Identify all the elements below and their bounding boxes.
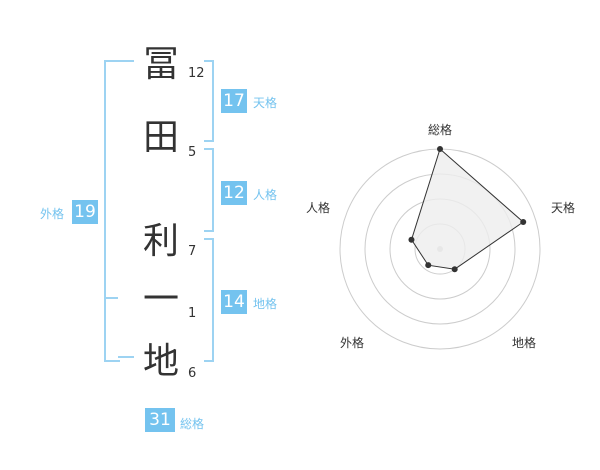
tenkaku-label: 天格 <box>253 96 278 110</box>
jinkaku-badge: 12 <box>221 181 247 205</box>
jinkaku-bracket <box>204 148 214 232</box>
gaikaku-bracket-divider <box>106 297 118 299</box>
radar-point-1 <box>437 146 443 152</box>
name-char-4: 一 <box>142 279 179 320</box>
radar-axis-label-tenkaku: 天格 <box>550 201 575 215</box>
gaikaku-bracket <box>104 60 120 362</box>
stroke-count-1: 12 <box>188 66 205 81</box>
name-char-2: 田 <box>142 117 179 158</box>
name-char-1: 冨 <box>142 44 179 85</box>
soukaku-badge: 31 <box>145 408 175 432</box>
radar-axis-label-jinkaku: 人格 <box>305 201 330 215</box>
soukaku-label: 総格 <box>180 417 205 431</box>
chikaku-label: 地格 <box>253 297 278 311</box>
stroke-count-3: 7 <box>188 244 197 259</box>
radar-point-3 <box>451 266 458 273</box>
radar-axis-label-chikaku: 地格 <box>511 336 536 350</box>
jinkaku-label: 人格 <box>253 188 278 202</box>
radar-polygon <box>410 148 525 270</box>
name-char-5: 地 <box>142 341 179 382</box>
radar-point-4 <box>425 262 432 269</box>
tenkaku-badge: 17 <box>221 89 247 113</box>
radar-point-2 <box>520 218 527 225</box>
stroke-count-2: 5 <box>188 145 197 160</box>
gaikaku-bracket-inner-bottom <box>118 356 134 358</box>
radar-chart <box>339 146 541 350</box>
tenkaku-bracket <box>204 60 214 142</box>
gaikaku-label: 外格 <box>40 207 65 221</box>
radar-axis-label-soukaku: 総格 <box>427 123 452 137</box>
radar-points <box>408 146 527 273</box>
stroke-count-4: 1 <box>188 306 197 321</box>
chikaku-badge: 14 <box>221 290 247 314</box>
chikaku-bracket <box>204 238 214 362</box>
gaikaku-badge: 19 <box>72 200 98 224</box>
gaikaku-bracket-inner-top <box>118 60 134 62</box>
radar-point-5 <box>408 236 415 243</box>
radar-axis-label-gaikaku: 外格 <box>339 336 364 350</box>
name-char-3: 利 <box>142 221 179 262</box>
stroke-count-5: 6 <box>188 366 197 381</box>
